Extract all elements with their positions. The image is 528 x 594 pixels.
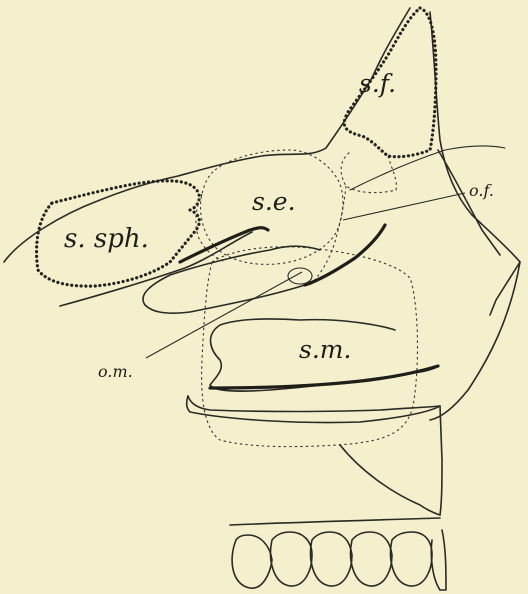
label-ostium-maxillare: o.m.: [98, 362, 133, 381]
label-sinus-ethmoidalis: s.e.: [252, 187, 296, 216]
inferior-turbinate-edge: [210, 366, 438, 388]
middle-turbinate-edge: [305, 225, 385, 285]
inferior-meatus-line: [188, 396, 440, 412]
nasal-slope-line: [438, 150, 500, 255]
ostium-maxillare-opening: [288, 268, 312, 284]
external-nose-line: [430, 262, 520, 420]
label-ostium-frontale: o.f.: [469, 181, 494, 200]
frontonasal-duct: [310, 186, 346, 285]
leader-ostium-maxillare: [146, 272, 302, 358]
tooth-1: [232, 535, 272, 588]
label-sinus-maxillaris: s.m.: [299, 335, 351, 364]
tooth-5: [391, 532, 432, 586]
tooth-2: [271, 532, 312, 586]
nasal-bone-outline: [430, 12, 520, 315]
leader-ostium-frontale: [343, 193, 465, 220]
tooth-6: [431, 530, 446, 590]
label-sinus-sphenoidalis: s. sph.: [64, 224, 149, 254]
tooth-3: [311, 532, 352, 586]
lower-palate-line: [230, 518, 440, 525]
middle-turbinate: [143, 246, 320, 313]
alveolar-process: [340, 445, 440, 515]
label-sinus-frontalis: s.f.: [359, 69, 396, 98]
tooth-4: [351, 532, 392, 586]
